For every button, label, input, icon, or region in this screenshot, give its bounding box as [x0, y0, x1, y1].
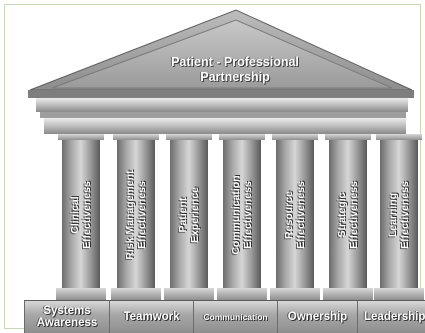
pillar-label-communication: Communication Effectiveness	[230, 175, 254, 255]
column-2	[111, 134, 161, 300]
foundation-leadership: Leadership	[357, 300, 425, 333]
foundation-systems-awareness: Systems Awareness	[24, 300, 109, 333]
foundation-row: Systems Awareness Teamwork Communication…	[0, 300, 425, 333]
pillar-label-resource: Resource Effectiveness	[283, 181, 307, 249]
pediment-label: Patient - Professional Partnership	[135, 55, 335, 85]
pillar-label-clinical: Clinical Effectiveness	[69, 181, 93, 249]
column-4	[217, 134, 267, 300]
entablature-band	[44, 118, 406, 134]
entablature-architrave	[40, 112, 406, 118]
entablature-frieze	[36, 98, 408, 112]
pillar-label-learning: Learning Effectiveness	[387, 181, 411, 249]
columns	[56, 134, 424, 300]
column-7	[374, 134, 424, 300]
pillar-label-strategic: Strategic Effectiveness	[336, 181, 360, 249]
pediment-line-1: Patient - Professional	[171, 55, 299, 69]
foundation-teamwork: Teamwork	[109, 300, 193, 333]
pillar-label-patient-experience: Patient Experience	[177, 186, 201, 244]
column-6	[323, 134, 373, 300]
pediment-line-2: Partnership	[200, 70, 270, 84]
column-1	[56, 134, 106, 300]
column-3	[164, 134, 214, 300]
pillar-label-risk-management: Risk Management Effectiveness	[124, 170, 148, 260]
entablature-cornice	[28, 90, 414, 98]
foundation-communication: Communication	[193, 300, 277, 333]
foundation-ownership: Ownership	[277, 300, 357, 333]
column-5	[270, 134, 320, 300]
pediment-face	[51, 19, 393, 89]
